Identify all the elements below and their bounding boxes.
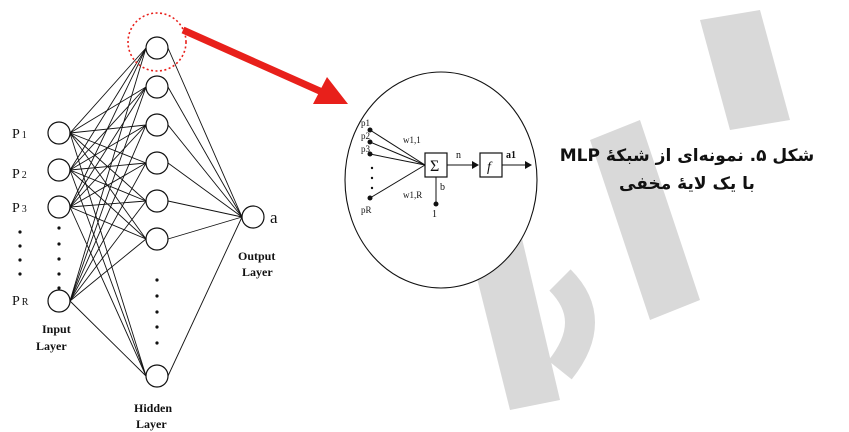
weight-top-label: w1,1 — [403, 135, 421, 145]
connection-input-hidden — [69, 238, 147, 302]
connection-hidden-output — [167, 86, 243, 218]
figure-caption: شکل ۵. نمونه‌ای از شبکۀ MLP با یک لایۀ م… — [528, 142, 846, 198]
hidden-layer-nodes — [145, 36, 169, 388]
input-node — [47, 158, 71, 182]
neuron-output-label: a1 — [506, 150, 516, 161]
connection-hidden-output — [167, 216, 243, 240]
connection-input-hidden — [69, 47, 147, 134]
bias-label: b — [440, 182, 445, 193]
hidden-node — [145, 151, 169, 175]
input-label-ellipsis-dots — [18, 230, 22, 276]
connection-input-hidden — [69, 162, 147, 208]
connection-input-hidden — [69, 86, 147, 208]
connection-hidden-output — [167, 200, 243, 218]
neuron-detail-circle — [344, 71, 538, 289]
neuron-input-pr: pR — [361, 205, 372, 215]
hidden-node — [145, 113, 169, 137]
red-arrow — [181, 26, 348, 104]
connection-input-hidden — [69, 86, 147, 134]
connection-input-hidden — [69, 206, 147, 377]
connection-hidden-output — [167, 47, 243, 218]
connection-hidden-output — [167, 162, 243, 218]
hidden-node — [145, 189, 169, 213]
connection-input-hidden — [69, 169, 147, 377]
hidden-node — [145, 36, 169, 60]
connection-input-hidden — [69, 200, 147, 302]
net-label: n — [456, 150, 461, 161]
connection-input-hidden — [69, 132, 147, 240]
hidden-node — [145, 364, 169, 388]
input-node — [47, 195, 71, 219]
connection-input-hidden — [69, 124, 147, 208]
hidden-ellipsis-dots — [155, 278, 159, 345]
connection-input-hidden — [69, 162, 147, 302]
connection-input-hidden — [69, 200, 147, 208]
connection-input-hidden — [69, 206, 147, 240]
caption-line-2: با یک لایۀ مخفی — [619, 174, 755, 194]
connection-input-hidden — [69, 47, 147, 171]
connection-input-hidden — [69, 300, 147, 377]
neuron-input-p1: p1 — [361, 118, 370, 128]
connection-hidden-output — [167, 124, 243, 218]
hidden-node — [145, 75, 169, 99]
hidden-node — [145, 227, 169, 251]
bias-input-label: 1 — [432, 209, 437, 220]
connection-input-hidden — [69, 47, 147, 302]
neuron-detail: p1 p2 p3 pR w1,1 w1,R Σ b 1 n f a1 — [344, 71, 538, 289]
neuron-input-p2: p2 — [361, 131, 370, 141]
input-node — [47, 289, 71, 313]
connection-input-hidden — [69, 47, 147, 208]
output-node — [241, 205, 265, 229]
caption-line-1: شکل ۵. نمونه‌ای از شبکۀ MLP — [559, 146, 815, 166]
connection-input-hidden — [69, 169, 147, 240]
watermark — [470, 10, 790, 410]
connection-input-hidden — [69, 132, 147, 377]
connection-input-hidden — [69, 86, 147, 302]
input-node — [47, 121, 71, 145]
connection-hidden-output — [167, 216, 243, 377]
neuron-input-p3: p3 — [361, 144, 371, 154]
output-symbol: a — [270, 208, 278, 227]
connection-input-hidden — [69, 132, 147, 202]
activation-symbol: f — [487, 160, 493, 175]
connection-input-hidden — [69, 124, 147, 302]
summation-symbol: Σ — [430, 158, 439, 175]
input-layer-nodes — [47, 121, 71, 313]
input-ellipsis-dots — [57, 226, 61, 290]
highlight-circle — [127, 12, 187, 72]
activation-box — [479, 152, 503, 178]
weight-bottom-label: w1,R — [403, 190, 422, 200]
network-connections — [69, 47, 243, 377]
